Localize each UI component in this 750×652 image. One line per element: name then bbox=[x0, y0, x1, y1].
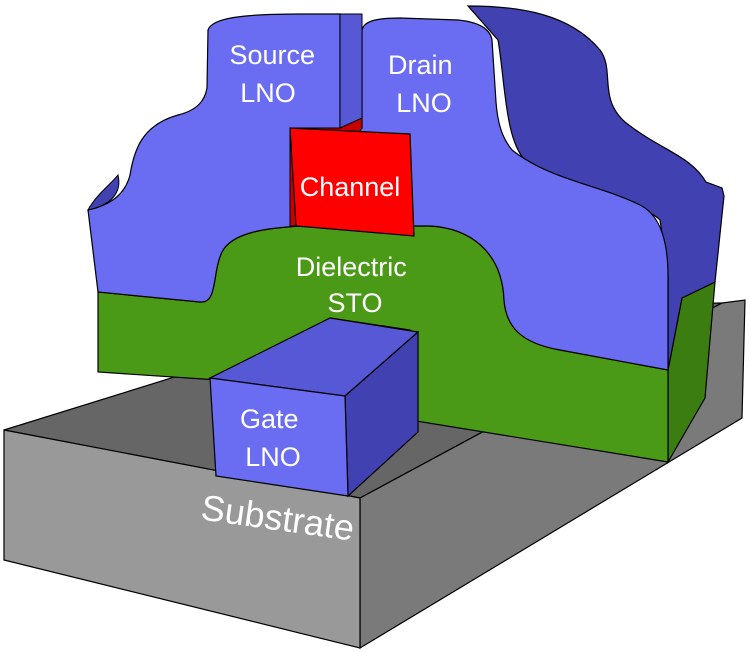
drain-label-line2: LNO bbox=[396, 88, 452, 118]
source-label-line2: LNO bbox=[240, 78, 296, 108]
dielectric-label-line1: Dielectric bbox=[296, 252, 407, 282]
channel-label: Channel bbox=[300, 172, 401, 202]
drain-label: Drain LNO bbox=[388, 50, 460, 118]
source-label-line1: Source bbox=[229, 40, 315, 70]
channel-front-face bbox=[289, 127, 415, 237]
channel-block bbox=[289, 117, 415, 237]
gate-front-face bbox=[209, 377, 349, 497]
source-label: Source LNO bbox=[229, 40, 322, 108]
gate-label-line1: Gate bbox=[240, 404, 299, 434]
gate-block bbox=[207, 317, 420, 498]
dielectric-label: Dielectric STO bbox=[296, 252, 415, 318]
dielectric-label-line2: STO bbox=[327, 288, 382, 318]
source-drain-gap bbox=[339, 13, 363, 129]
gate-label-line2: LNO bbox=[245, 442, 301, 472]
gate-label: Gate LNO bbox=[240, 404, 306, 472]
drain-label-line1: Drain bbox=[388, 50, 453, 80]
electrode-left-shadow bbox=[87, 173, 120, 211]
